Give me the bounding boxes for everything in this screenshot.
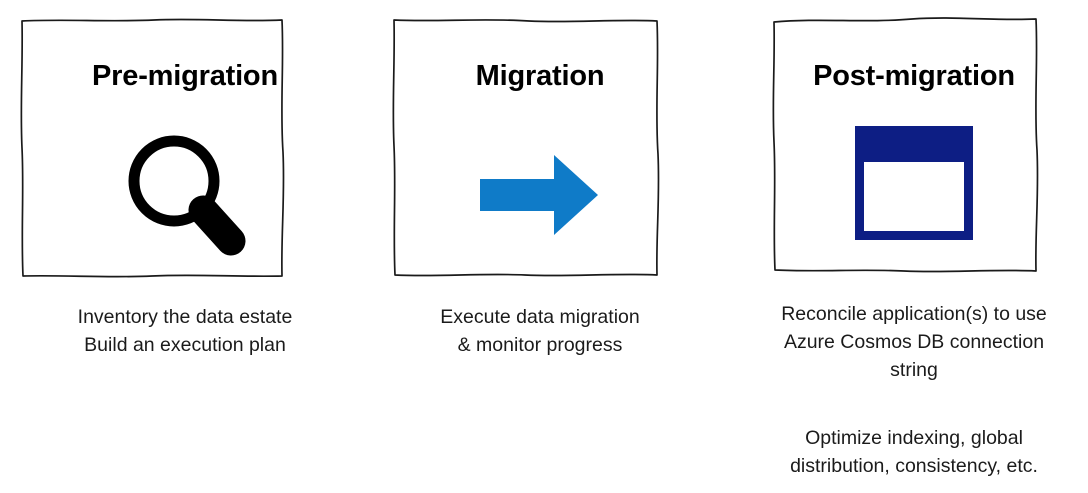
stage-caption-secondary-post-migration: Optimize indexing, global distribution, … [740, 424, 1088, 480]
caption-line: distribution, consistency, etc. [790, 455, 1038, 477]
sketchy-rectangle-icon [392, 19, 660, 277]
application-window-icon [855, 126, 973, 240]
caption-line: Azure Cosmos DB connection [783, 331, 1045, 353]
stage-box-pre-migration [20, 18, 285, 278]
right-arrow-icon [480, 155, 598, 235]
sketchy-rectangle-icon [20, 18, 285, 278]
stage-icon-migration [370, 140, 710, 250]
caption-line: string [890, 359, 938, 381]
stage-caption-migration: Execute data migration & monitor progres… [370, 303, 710, 359]
stage-icon-pre-migration [0, 126, 370, 262]
caption-line: Reconcile application(s) to use [781, 303, 1047, 325]
stage-heading-migration: Migration [475, 60, 605, 92]
caption-line: & monitor progress [457, 334, 623, 356]
stage-caption-pre-migration: Inventory the data estate Build an execu… [0, 303, 370, 359]
caption-line: Inventory the data estate [77, 306, 293, 328]
stage-icon-post-migration [740, 118, 1088, 248]
stage-caption-post-migration: Reconcile application(s) to use Azure Co… [740, 300, 1088, 384]
stage-box-migration [391, 18, 660, 278]
stage-heading-post-migration: Post-migration [813, 60, 1015, 92]
stage-heading-pre-migration: Pre-migration [92, 60, 278, 92]
magnifying-glass-icon [128, 135, 246, 256]
caption-line: Build an execution plan [84, 334, 286, 356]
caption-line: Execute data migration [440, 306, 640, 328]
caption-line: Optimize indexing, global [805, 427, 1023, 449]
sketchy-rectangle-icon [772, 17, 1039, 273]
stage-box-post-migration [772, 17, 1039, 273]
